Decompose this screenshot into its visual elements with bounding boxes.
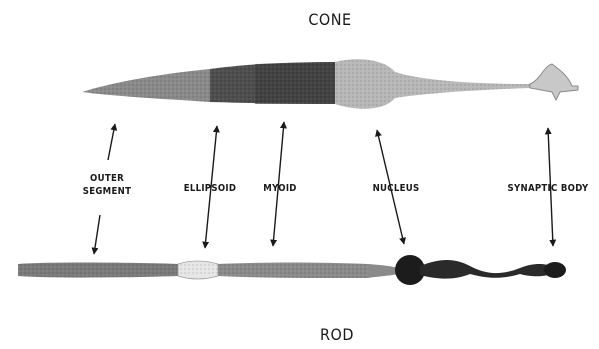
- cone-cell: [82, 59, 578, 109]
- label-outer-segment-line2: SEGMENT: [75, 185, 139, 198]
- arrow-outer-segment-up: [108, 124, 115, 160]
- part-arrows: [94, 122, 553, 254]
- label-ellipsoid: ELLIPSOID: [178, 182, 242, 195]
- rod-title: ROD: [307, 325, 367, 344]
- cone-synaptic-pedicle: [530, 64, 578, 100]
- label-outer-segment: OUTER SEGMENT: [75, 172, 139, 198]
- label-synaptic-body: SYNAPTIC BODY: [503, 182, 593, 195]
- label-myoid: MYOID: [258, 182, 302, 195]
- label-outer-segment-line1: OUTER: [75, 172, 139, 185]
- label-nucleus: NUCLEUS: [364, 182, 428, 195]
- rod-synaptic-spherule: [544, 262, 566, 278]
- rod-cell: [18, 255, 566, 285]
- rod-fiber: [420, 260, 552, 279]
- arrow-outer-segment-down: [94, 215, 100, 254]
- cone-title: CONE: [300, 10, 360, 29]
